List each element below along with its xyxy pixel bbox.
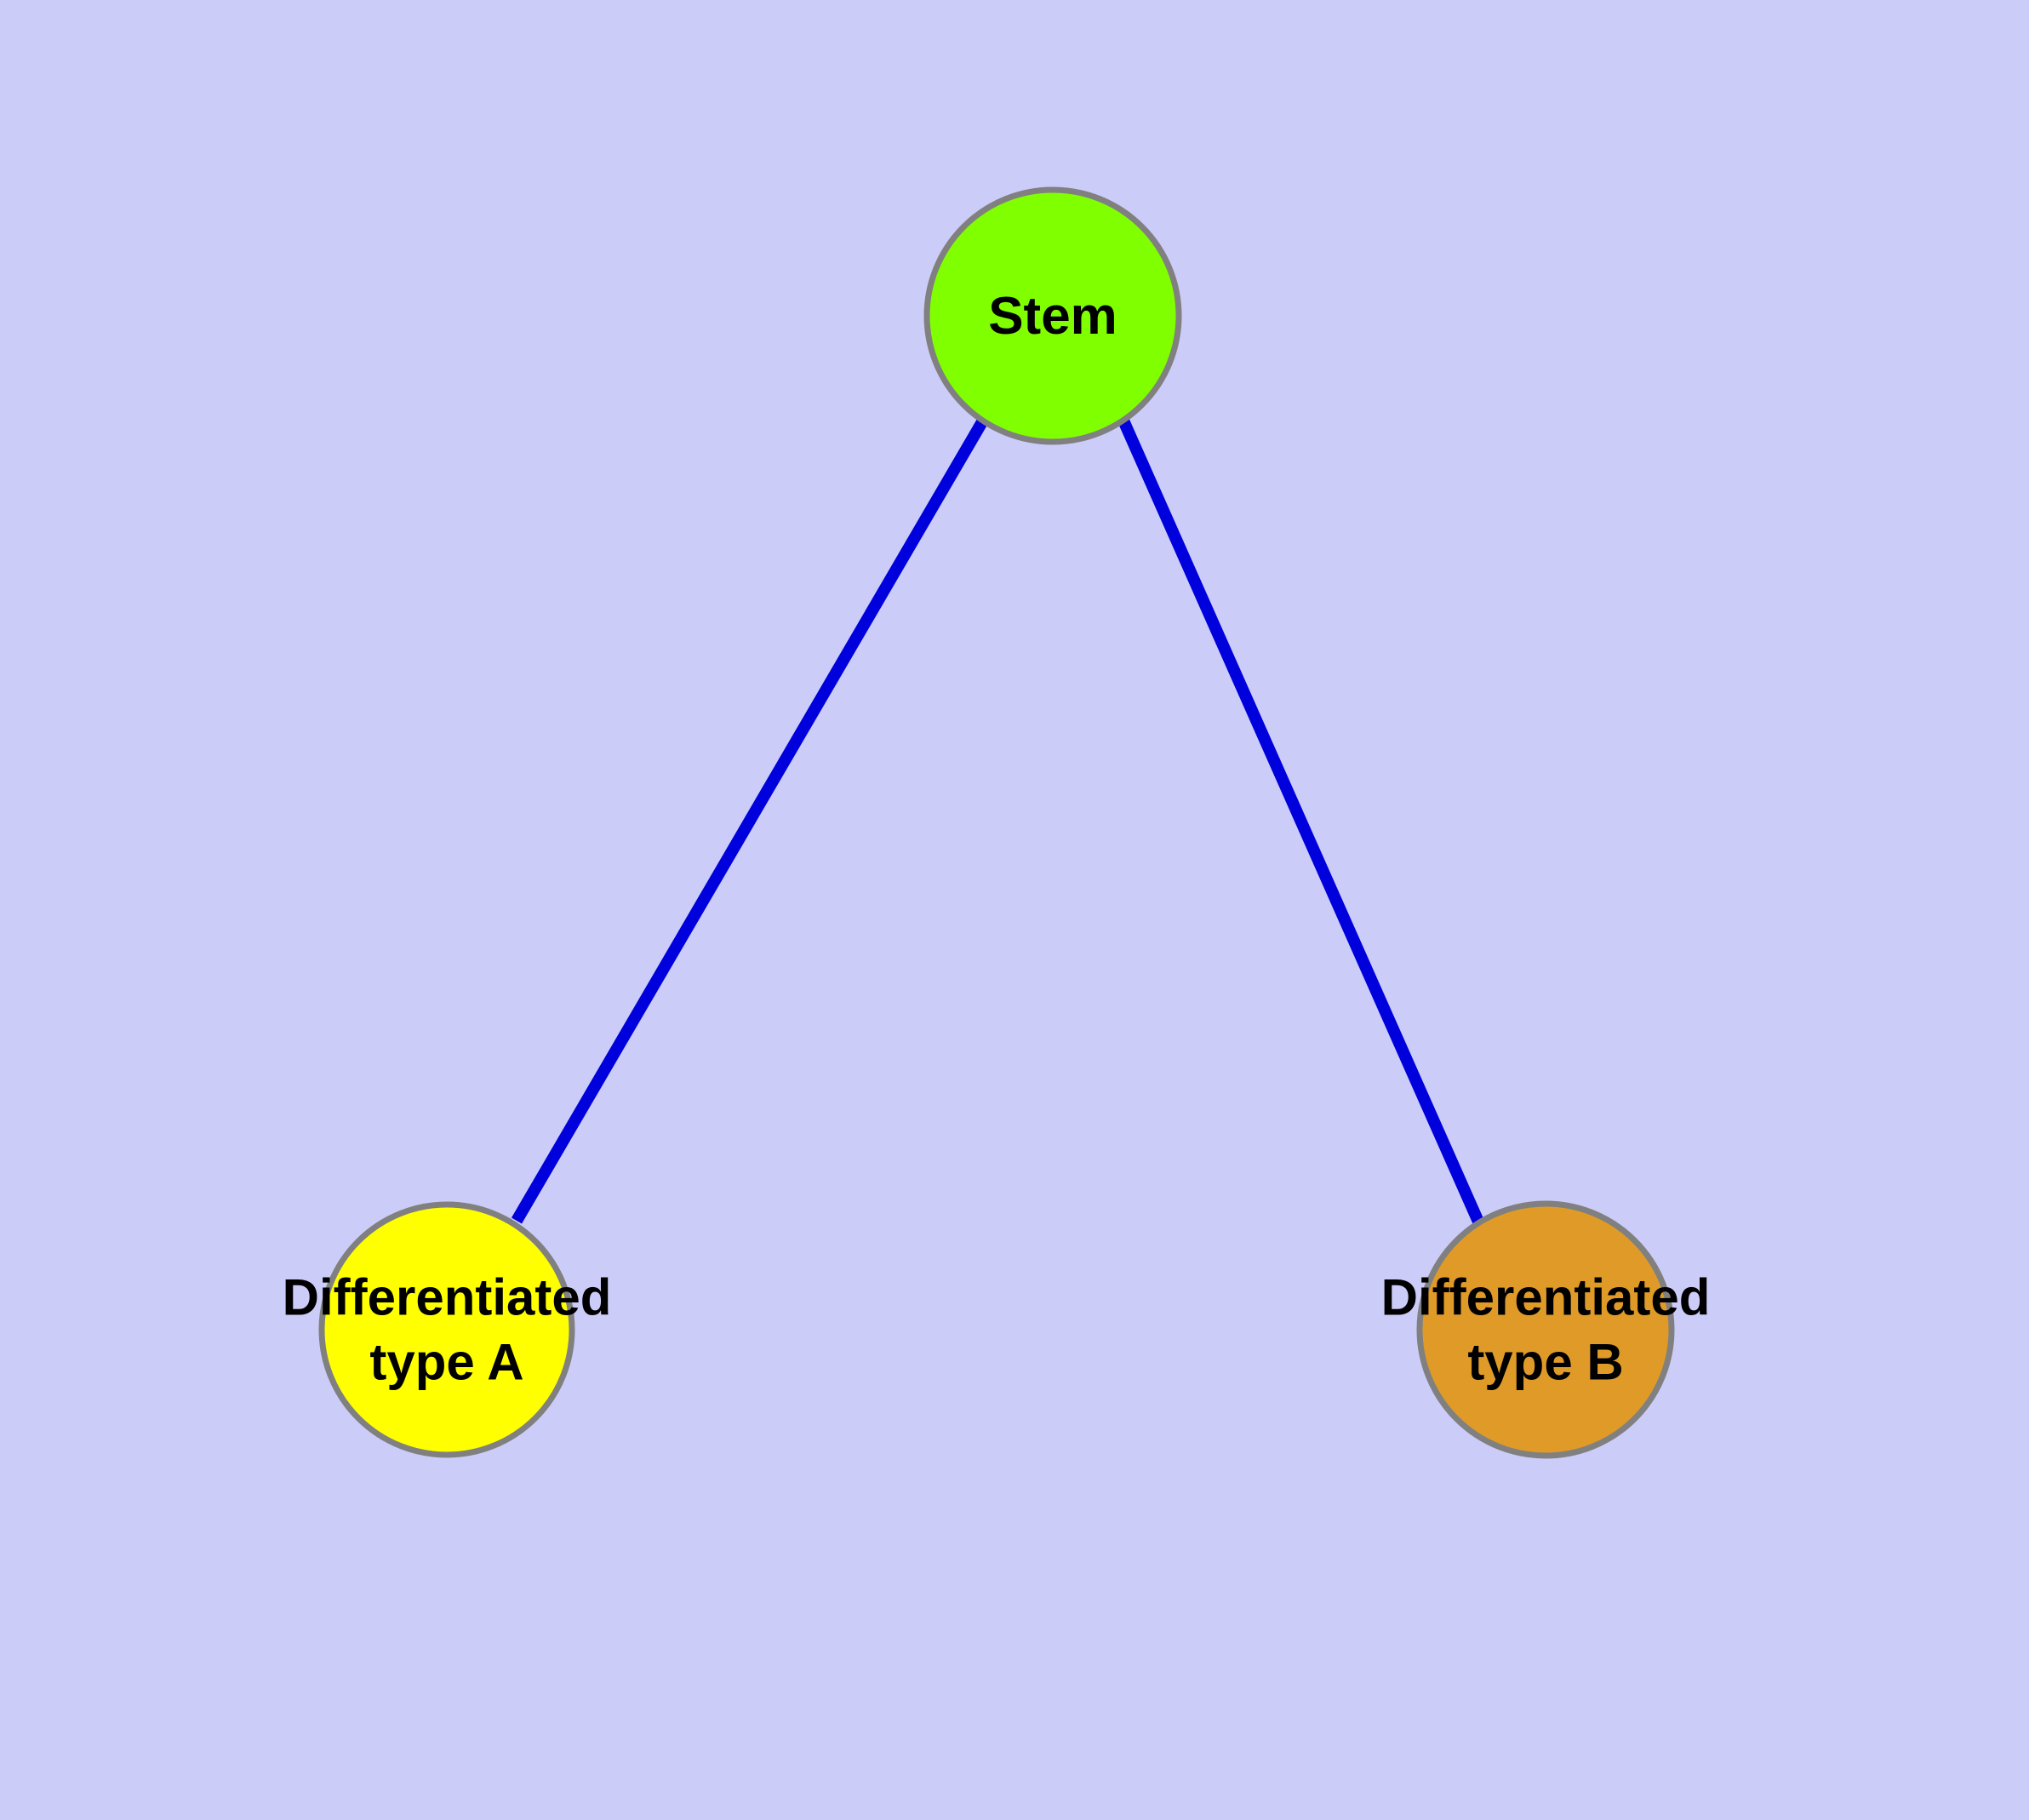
graph-node-label-line: type B: [1467, 1333, 1623, 1390]
graph-node-label-line: Differentiated: [283, 1268, 612, 1325]
graph-edge-stem-to-diff-a[interactable]: [511, 417, 989, 1224]
graph-node-label-line: Stem: [988, 287, 1117, 346]
edges-layer: [511, 417, 1484, 1224]
graph-node-label-stem: Stem: [988, 287, 1117, 346]
nodes-layer: [318, 186, 1675, 1459]
graph-node-label-diff-b: Differentiated type B: [1381, 1268, 1711, 1390]
graph-edge-stem-to-diff-b[interactable]: [1117, 418, 1484, 1224]
graph-node-label-diff-a: Differentiated type A: [283, 1268, 612, 1390]
graph-node-stem[interactable]: [923, 186, 1182, 445]
graph-node-diff-a[interactable]: [318, 1201, 575, 1458]
graph-node-diff-b[interactable]: [1416, 1200, 1675, 1459]
graph-node-label-line: Differentiated: [1381, 1268, 1711, 1325]
graph-node-label-line: type A: [369, 1333, 523, 1390]
